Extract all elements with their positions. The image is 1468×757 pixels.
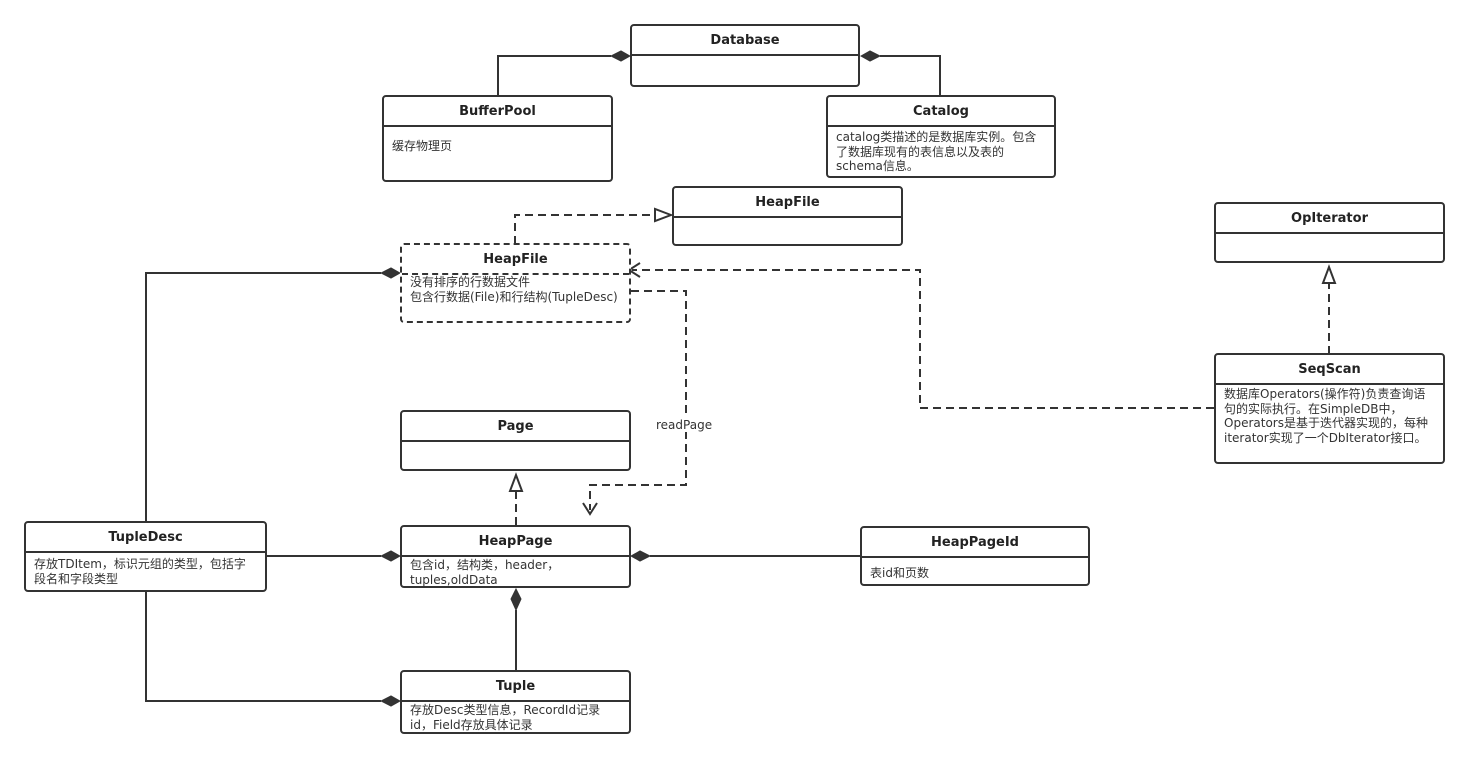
diamond-tuple xyxy=(379,695,402,707)
class-heapfile-interface[interactable]: HeapFile xyxy=(672,186,903,246)
diamond-database-left xyxy=(609,50,632,62)
class-heappageid-title: HeapPageId xyxy=(862,528,1088,558)
class-heapfile-body: 没有排序的行数据文件 包含行数据(File)和行结构(TupleDesc) xyxy=(410,275,618,304)
class-database-title: Database xyxy=(632,26,858,56)
diamond-heappage-right xyxy=(629,550,652,562)
class-tuple-body: 存放Desc类型信息，RecordId记录id，Field存放具体记录 xyxy=(410,703,601,732)
class-catalog[interactable]: Catalog catalog类描述的是数据库实例。包含了数据库现有的表信息以及… xyxy=(826,95,1056,178)
class-seqscan[interactable]: SeqScan 数据库Operators(操作符)负责查询语句的实际执行。在Si… xyxy=(1214,353,1445,464)
class-tuple[interactable]: Tuple 存放Desc类型信息，RecordId记录id，Field存放具体记… xyxy=(400,670,631,734)
class-opiterator-title: OpIterator xyxy=(1216,204,1443,234)
seqscan-heapfile-dependency-line xyxy=(632,269,1214,409)
tupledesc-heapfile-line xyxy=(145,272,381,522)
class-tupledesc-title: TupleDesc xyxy=(26,523,265,553)
class-page-title: Page xyxy=(402,412,629,442)
class-seqscan-body: 数据库Operators(操作符)负责查询语句的实际执行。在SimpleDB中，… xyxy=(1224,387,1428,445)
diamond-heappage-left xyxy=(379,550,402,562)
triangle-page xyxy=(508,472,524,492)
class-tupledesc-body: 存放TDItem，标识元组的类型，包括字段名和字段类型 xyxy=(34,557,246,586)
class-heappage-body: 包含id，结构类，header，tuples,oldData xyxy=(410,558,560,587)
class-bufferpool-title: BufferPool xyxy=(384,97,611,127)
class-opiterator-body xyxy=(1216,234,1443,235)
class-catalog-body: catalog类描述的是数据库实例。包含了数据库现有的表信息以及表的schema… xyxy=(836,130,1037,173)
class-database-body xyxy=(632,56,858,57)
database-bufferpool-line xyxy=(497,55,611,96)
tupledesc-tuple-line xyxy=(145,592,381,702)
class-seqscan-title: SeqScan xyxy=(1216,355,1443,385)
class-bufferpool-body: 缓存物理页 xyxy=(392,139,453,153)
class-tupledesc[interactable]: TupleDesc 存放TDItem，标识元组的类型，包括字段名和字段类型 xyxy=(24,521,267,592)
class-heappage[interactable]: HeapPage 包含id，结构类，header，tuples,oldData xyxy=(400,525,631,588)
class-database[interactable]: Database xyxy=(630,24,860,87)
diamond-heappage-bottom xyxy=(510,587,522,612)
database-catalog-line xyxy=(880,55,941,96)
readpage-dependency-line xyxy=(589,290,687,510)
arrowhead-readpage xyxy=(582,502,598,516)
class-heapfile-title: HeapFile xyxy=(402,245,629,275)
readpage-label: readPage xyxy=(656,418,713,432)
diamond-heapfile xyxy=(379,267,402,279)
class-tuple-title: Tuple xyxy=(402,672,629,702)
class-page-body xyxy=(402,442,629,443)
heapfile-realization-line xyxy=(514,214,655,244)
triangle-opiterator xyxy=(1321,264,1337,284)
triangle-heapfile-iface xyxy=(654,207,674,223)
class-opiterator[interactable]: OpIterator xyxy=(1214,202,1445,263)
class-heapfile-interface-body xyxy=(674,218,901,219)
class-heappageid[interactable]: HeapPageId 表id和页数 xyxy=(860,526,1090,586)
class-heapfile[interactable]: HeapFile 没有排序的行数据文件 包含行数据(File)和行结构(Tupl… xyxy=(400,243,631,323)
class-catalog-title: Catalog xyxy=(828,97,1054,127)
class-heappageid-body: 表id和页数 xyxy=(870,566,929,580)
diamond-database-right xyxy=(859,50,882,62)
class-bufferpool[interactable]: BufferPool 缓存物理页 xyxy=(382,95,613,182)
class-heapfile-interface-title: HeapFile xyxy=(674,188,901,218)
class-page[interactable]: Page xyxy=(400,410,631,471)
class-heappage-title: HeapPage xyxy=(402,527,629,557)
